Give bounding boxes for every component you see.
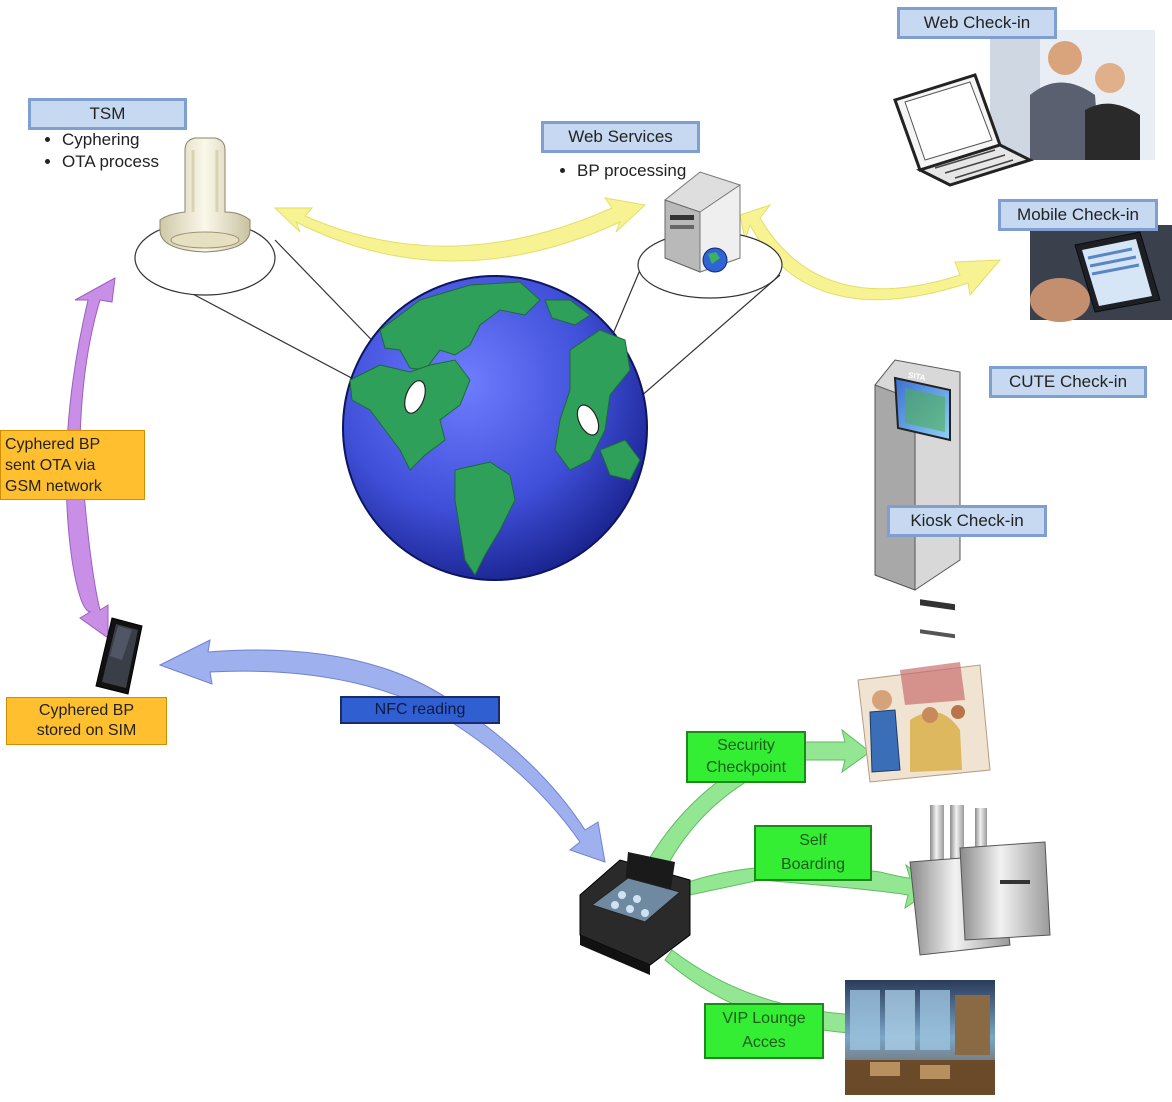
smartphone-icon	[95, 617, 143, 695]
nfc-arrow	[158, 639, 606, 863]
sim-note-line: stored on SIM	[36, 722, 137, 739]
tsm-bullet-item: Cyphering	[62, 129, 159, 151]
nfc-reader-icon	[579, 852, 691, 975]
security-checkpoint-label: Security Checkpoint	[686, 731, 806, 783]
yellow-mobile-arrow	[739, 204, 1002, 301]
sim-note-line: Cyphered BP	[38, 702, 135, 719]
tsm-server-icon	[134, 137, 276, 296]
sim-note: Cyphered BP stored on SIM	[6, 697, 167, 745]
self-boarding-label-line: Self	[799, 832, 827, 849]
ota-arrow	[65, 277, 116, 639]
web-services-label: Web Services	[541, 121, 700, 153]
cute-checkin-label: CUTE Check-in	[989, 366, 1147, 398]
self-boarding-gates-image	[909, 805, 1051, 956]
self-boarding-label: Self Boarding	[754, 825, 872, 881]
kiosk-checkin-label: Kiosk Check-in	[887, 505, 1047, 537]
security-label-line: Security	[717, 737, 775, 754]
ota-note-line: GSM network	[5, 478, 102, 495]
mobile-checkin-label: Mobile Check-in	[998, 199, 1158, 231]
mobile-checkin-photo	[1030, 225, 1172, 322]
ota-note-line: sent OTA via	[5, 457, 96, 474]
tsm-bullet-item: OTA process	[62, 151, 159, 173]
security-checkpoint-image	[857, 662, 991, 783]
vip-label-line: VIP Lounge	[722, 1010, 806, 1027]
ota-note-line: Cyphered BP	[5, 436, 101, 453]
security-label-line: Checkpoint	[705, 759, 787, 776]
web-server-icon	[637, 171, 783, 299]
ota-note: Cyphered BP sent OTA via GSM network	[0, 430, 145, 500]
nfc-reading-label: NFC reading	[340, 696, 500, 724]
tsm-label: TSM	[28, 98, 187, 130]
web-services-bullets: BP processing	[555, 160, 686, 182]
web-services-bullet-item: BP processing	[577, 160, 686, 182]
self-boarding-label-line: Boarding	[780, 856, 846, 873]
yellow-exchange-arrow	[273, 197, 647, 262]
globe-icon	[342, 275, 648, 581]
web-checkin-label: Web Check-in	[897, 7, 1057, 39]
vip-lounge-label: VIP Lounge Acces	[704, 1003, 824, 1059]
vip-label-line: Acces	[742, 1034, 786, 1051]
web-checkin-photo	[893, 30, 1155, 187]
kiosk-icon	[874, 359, 961, 639]
tsm-bullets: Cyphering OTA process	[40, 129, 159, 173]
vip-lounge-photo	[845, 980, 995, 1095]
